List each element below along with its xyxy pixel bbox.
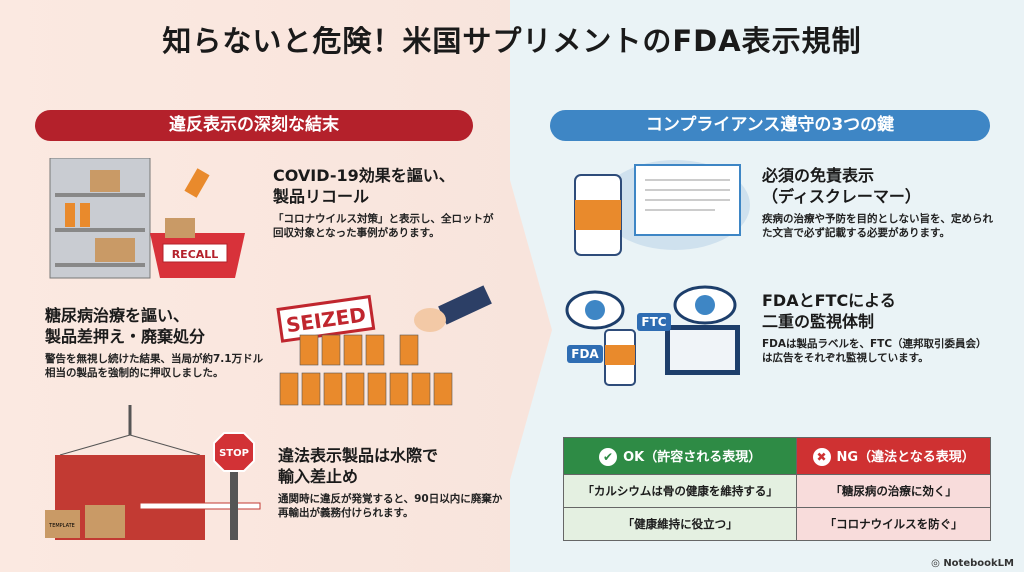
seizure-heading-1: 糖尿病治療を謳い、	[45, 306, 190, 325]
ng-header: ✖ NG（違法となる表現）	[796, 437, 991, 475]
disclaimer-heading-1: 必須の免責表示	[762, 166, 875, 185]
compliance-header: コンプライアンス遵守の3つの鍵	[550, 110, 990, 141]
disclaimer-block: 必須の免責表示 （ディスクレーマー） 疾病の治療や予防を目的としない旨を、定められ…	[762, 165, 997, 240]
ng-cell: 「コロナウイルスを防ぐ」	[796, 507, 991, 541]
import-heading-1: 違法表示製品は水際で	[278, 446, 439, 465]
import-desc: 通関時に違反が発覚すると、90日以内に廃棄か再輸出が義務付けられます。	[278, 493, 503, 519]
recall-illustration: RECALL	[49, 158, 245, 279]
notebooklm-icon: ◎	[931, 558, 944, 569]
ng-header-label: NG（違法となる表現）	[836, 449, 975, 465]
monitoring-block: FDAとFTCによる二重の監視体制 FDAは製品ラベルを、FTC（連邦取引委員会…	[762, 290, 997, 365]
dual-monitoring-illustration: FTC FDA	[565, 285, 740, 386]
recall-block: COVID-19効果を謳い、製品リコール 「コロナウイルス対策」と表示し、全ロッ…	[273, 165, 498, 240]
monitoring-heading-1: FDAとFTCによる	[762, 291, 896, 310]
notebooklm-watermark: ◎ NotebookLM	[931, 558, 1014, 569]
table-row: 「カルシウムは骨の健康を維持する」 「糖尿病の治療に効く」	[562, 474, 991, 508]
monitoring-desc: FDAは製品ラベルを、FTC（連邦取引委員会）は広告をそれぞれ監視しています。	[762, 338, 987, 364]
check-icon: ✔	[599, 448, 618, 467]
disclaimer-heading-2: （ディスクレーマー）	[762, 187, 921, 206]
consequences-header: 違反表示の深刻な結末	[35, 110, 473, 141]
box-label: TEMPLATE	[48, 523, 75, 529]
import-heading-2: 輸入差止め	[278, 467, 359, 486]
table-row: 「健康維持に役立つ」 「コロナウイルスを防ぐ」	[562, 507, 991, 541]
page-title: 知らないと危険！米国サプリメントのFDA表示規制	[162, 24, 862, 58]
ftc-label: FTC	[641, 315, 666, 329]
monitoring-heading-2: 二重の監視体制	[762, 312, 875, 331]
import-stop-illustration: TEMPLATE STOP	[45, 405, 261, 540]
ok-cell: 「カルシウムは骨の健康を維持する」	[562, 474, 798, 508]
x-icon: ✖	[812, 448, 831, 467]
ok-header: ✔ OK（許容される表現）	[562, 437, 798, 475]
ok-header-label: OK（許容される表現）	[623, 449, 762, 465]
stop-sign-label: STOP	[219, 448, 249, 459]
seizure-heading-2: 製品差押え・廃棄処分	[45, 327, 206, 346]
ng-cell: 「糖尿病の治療に効く」	[796, 474, 991, 508]
footer-label: NotebookLM	[943, 558, 1014, 569]
seizure-block: 糖尿病治療を謳い、製品差押え・廃棄処分 警告を無視し続けた結果、当局が約7.1万…	[45, 305, 265, 380]
recall-desc: 「コロナウイルス対策」と表示し、全ロットが回収対象となった事例があります。	[273, 213, 494, 239]
seizure-illustration: SEIZED	[276, 285, 492, 406]
recall-heading-1: COVID-19効果を謳い、	[273, 166, 455, 185]
recall-label: RECALL	[172, 248, 219, 261]
import-block: 違法表示製品は水際で輸入差止め 通関時に違反が発覚すると、90日以内に廃棄か再輸…	[278, 445, 503, 520]
ok-cell: 「健康維持に役立つ」	[562, 507, 798, 541]
recall-heading-2: 製品リコール	[273, 187, 370, 206]
fda-label: FDA	[571, 347, 599, 361]
disclaimer-desc: 疾病の治療や予防を目的としない旨を、定められた文言で必ず記載する必要があります。	[762, 213, 993, 239]
disclaimer-illustration	[574, 160, 750, 256]
ok-ng-table: ✔ OK（許容される表現） ✖ NG（違法となる表現） 「カルシウムは骨の健康を維持…	[562, 437, 991, 541]
seizure-desc: 警告を無視し続けた結果、当局が約7.1万ドル相当の製品を強制的に押収しました。	[45, 353, 264, 379]
